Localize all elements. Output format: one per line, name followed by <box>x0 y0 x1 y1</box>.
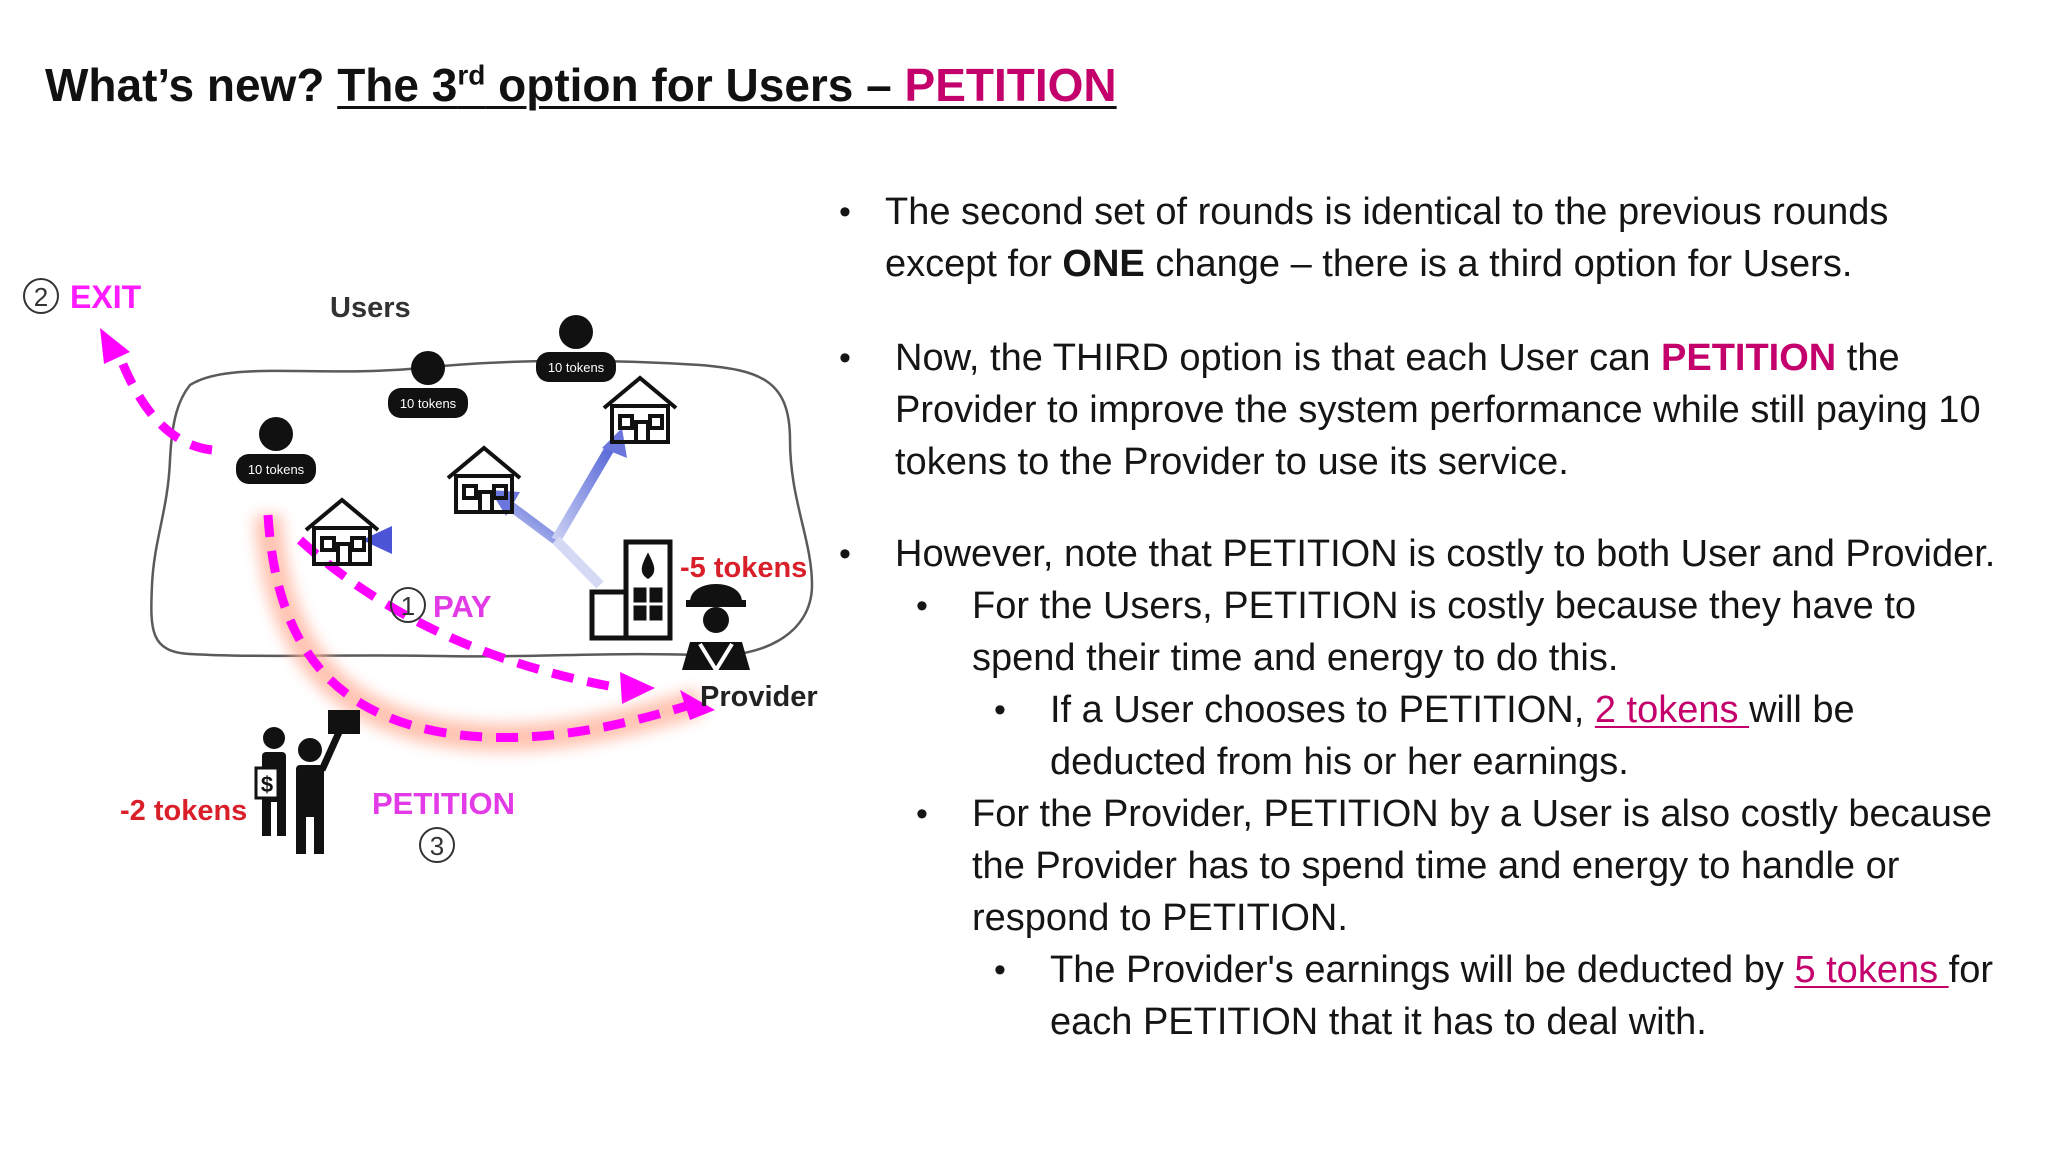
svg-text:$: $ <box>261 772 273 797</box>
pay-arrowhead-left <box>362 526 392 554</box>
user-figure-2: 10 tokens <box>388 351 468 418</box>
bullet-dot: • <box>839 193 851 231</box>
house-icon <box>602 375 678 444</box>
petition-label: PETITION <box>372 786 515 821</box>
bullet-highlight: 5 tokens <box>1794 949 1949 991</box>
exit-label: EXIT <box>70 279 142 315</box>
bullet-text: will be deducted from his or her earning… <box>1050 689 1855 783</box>
bullet-text: If a User chooses to PETITION, <box>1050 689 1595 731</box>
bullet-dot: • <box>994 951 1006 989</box>
provider-worker-icon <box>682 584 750 674</box>
bullet-text: change – there is a third option for Use… <box>1144 243 1853 285</box>
petitioners-icon: $ <box>254 710 360 854</box>
bullet-text: For the Users, PETITION is costly becaus… <box>972 585 1917 679</box>
petition-diagram: 2 EXIT Users 1 PAY 10 tokens 10 tokens 1… <box>23 278 818 863</box>
exit-number-circle <box>23 278 59 314</box>
bullet-text: The second set of rounds is identical to… <box>885 191 1889 285</box>
title-superscript: rd <box>457 59 486 91</box>
petition-number: 3 <box>430 831 444 861</box>
title-main-pre: The 3 <box>337 59 458 111</box>
bullet-item: • For the Provider, PETITION by a User i… <box>916 788 2002 944</box>
users-label: Users <box>330 292 411 324</box>
bullet-text: The Provider's earnings will be deducted… <box>1050 949 1795 991</box>
title-main-post: option for Users – <box>485 59 905 111</box>
house-icon <box>304 497 380 566</box>
bullet-emphasis: ONE <box>1062 243 1145 285</box>
bullet-emphasis: PETITION <box>1661 337 1837 379</box>
provider-cost: -5 tokens <box>680 552 807 584</box>
exit-number: 2 <box>34 282 48 312</box>
bullet-text: for each PETITION that it has to deal wi… <box>1050 949 1994 1043</box>
bullet-item: • The Provider's earnings will be deduct… <box>994 944 2040 1048</box>
house-icon <box>446 445 522 514</box>
exit-step: 2 EXIT <box>23 278 142 315</box>
user-1-tokens: 10 tokens <box>248 462 305 477</box>
bullet-text: However, note that PETITION is costly to… <box>895 533 1996 575</box>
bullet-dot: • <box>839 339 851 377</box>
exit-arrowhead <box>100 328 130 364</box>
bullet-text: the Provider to improve the system perfo… <box>895 337 1981 483</box>
bullet-text: For the Provider, PETITION by a User is … <box>972 793 1993 939</box>
pay-dashed-arrowhead <box>620 672 655 704</box>
user-cost: -2 tokens <box>120 795 247 827</box>
user-figure-3: 10 tokens <box>536 315 616 382</box>
bullet-item: • The second set of rounds is identical … <box>839 186 1995 290</box>
exit-arrow <box>113 350 213 455</box>
bullet-item: • Now, the THIRD option is that each Use… <box>839 332 2005 488</box>
bullet-dot: • <box>916 795 928 833</box>
user-3-tokens: 10 tokens <box>548 360 605 375</box>
user-2-tokens: 10 tokens <box>400 396 457 411</box>
pay-step: 1 PAY <box>390 587 492 624</box>
pay-arrow-base <box>552 536 604 589</box>
petition-arrowhead <box>680 690 715 720</box>
pay-number-circle <box>390 587 426 623</box>
pay-label: PAY <box>433 589 492 624</box>
title-lead: What’s new? <box>45 59 325 111</box>
petition-arrow <box>263 514 702 743</box>
bullet-text: Now, the THIRD option is that each User … <box>895 337 1661 379</box>
bullet-item: • If a User chooses to PETITION, 2 token… <box>994 684 2010 788</box>
bullet-item: • However, note that PETITION is costly … <box>839 528 2045 580</box>
provider-label: Provider <box>700 681 818 713</box>
pay-number: 1 <box>401 591 415 621</box>
bullet-dot: • <box>994 691 1006 729</box>
building-icon <box>589 539 673 641</box>
petition-number-circle <box>419 827 455 863</box>
bullet-dot: • <box>916 587 928 625</box>
user-figure-1: 10 tokens <box>236 417 316 484</box>
title-highlight: PETITION <box>904 59 1117 111</box>
pay-dashed-arrow <box>296 536 621 693</box>
bullet-highlight: 2 tokens <box>1594 689 1750 731</box>
bullet-dot: • <box>839 535 851 573</box>
title-main: The 3rd option for Users – PETITION <box>337 59 1116 111</box>
slide-title: What’s new? The 3rd option for Users – P… <box>45 58 1117 112</box>
petition-step: PETITION 3 <box>372 786 515 863</box>
pay-arrow-right <box>551 445 615 543</box>
bullet-item: • For the Users, PETITION is costly beca… <box>916 580 2002 684</box>
